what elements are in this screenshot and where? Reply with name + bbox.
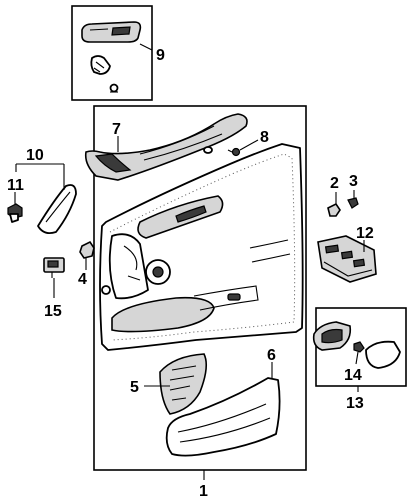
part-8-clip (227, 147, 241, 157)
callout-1: 1 (199, 483, 208, 500)
group-box-1 (93, 105, 307, 471)
part-14-clip (353, 341, 365, 353)
leader-8 (239, 139, 259, 151)
callout-11: 11 (7, 177, 24, 194)
part-9-bezel (81, 21, 142, 43)
group-box-13 (315, 307, 407, 387)
callout-15: 15 (44, 303, 62, 320)
part-12-window-switch (317, 235, 377, 283)
callout-3: 3 (349, 173, 358, 190)
callout-12: 12 (356, 225, 374, 242)
part-7-armrest (84, 113, 248, 181)
callout-10: 10 (26, 147, 44, 164)
part-4-clip (79, 240, 95, 259)
callout-8: 8 (260, 129, 269, 146)
leader-14 (355, 351, 359, 365)
leader-9 (139, 43, 153, 51)
part-3-screw (347, 197, 359, 209)
part-9-clip (90, 55, 111, 75)
part-6-kick-panel (165, 377, 281, 457)
part-2-screw (327, 202, 341, 217)
part-9-screw (109, 83, 119, 93)
part-10-corner-garnish (37, 184, 77, 235)
part-13-handle-bezel (312, 321, 401, 369)
group-box-9 (71, 5, 153, 101)
callout-6: 6 (267, 347, 276, 364)
part-11-retainer (7, 203, 23, 223)
callout-5: 5 (130, 379, 139, 396)
leader-10 (15, 163, 65, 190)
callout-7: 7 (112, 121, 121, 138)
callout-9: 9 (156, 47, 165, 64)
part-15-switch (43, 257, 65, 278)
part-5-lower-trim (159, 353, 208, 415)
callout-14: 14 (344, 367, 362, 384)
part-1-door-panel (99, 143, 304, 351)
callout-13: 13 (346, 395, 364, 412)
callout-2: 2 (330, 175, 339, 192)
callout-4: 4 (78, 271, 87, 288)
